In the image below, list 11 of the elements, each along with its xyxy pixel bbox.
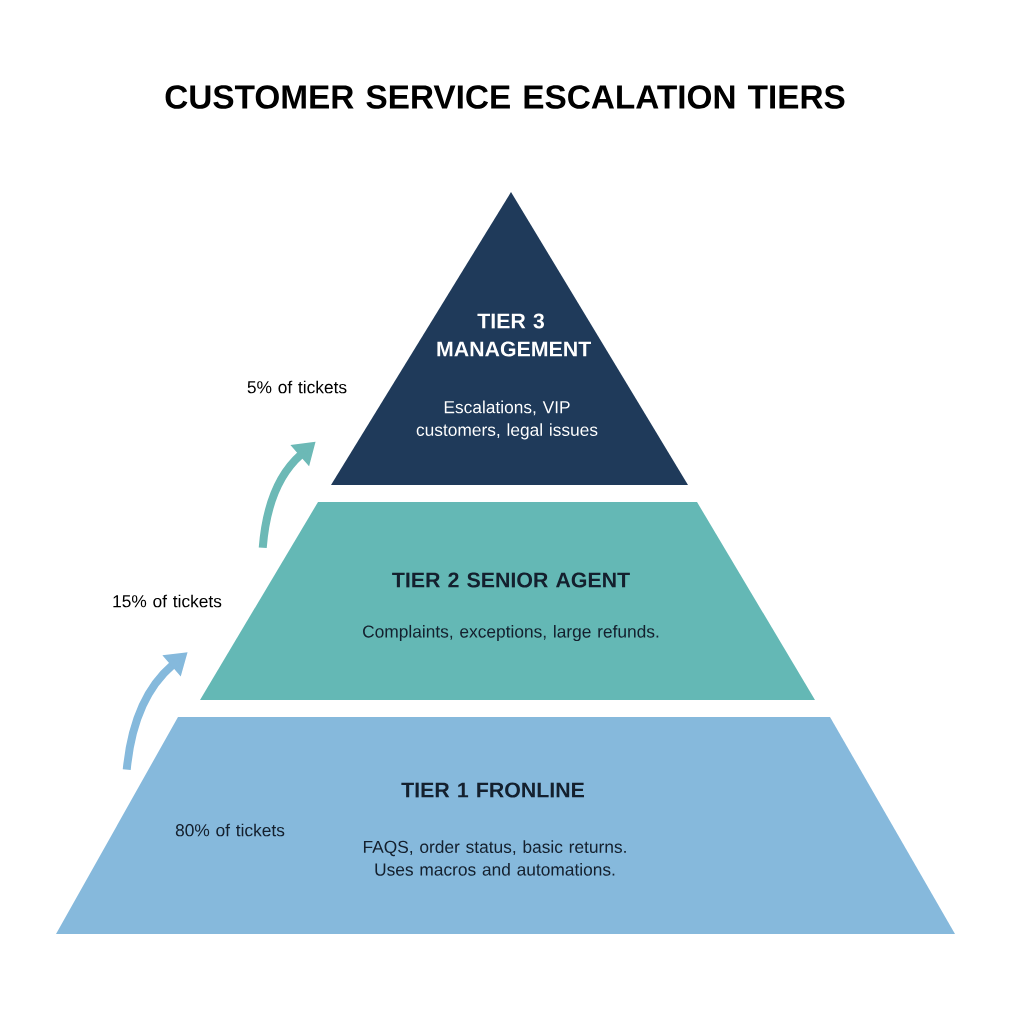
tier-description: 80% of tickets [175, 823, 285, 837]
tier-description: Complaints, exceptions, large refunds. [363, 624, 659, 642]
ticket-share-label: 5% of tickets [247, 380, 347, 394]
tier-description: Escalations, VIP customers, legal issues [416, 400, 598, 440]
ticket-share-label: 15% of tickets [113, 594, 222, 608]
tier-heading: TIER 3 MANAGEMENT [437, 313, 591, 357]
tier-heading: TIER 2 SENIOR AGENT [392, 572, 630, 588]
title: CUSTOMER SERVICE ESCALATION TIERS [165, 85, 845, 109]
tier-description: FAQS, order status, basic returns. Uses macros and automations. [363, 840, 626, 876]
tier-band [56, 717, 955, 934]
tier-heading: TIER 1 FRONLINE [401, 782, 584, 798]
